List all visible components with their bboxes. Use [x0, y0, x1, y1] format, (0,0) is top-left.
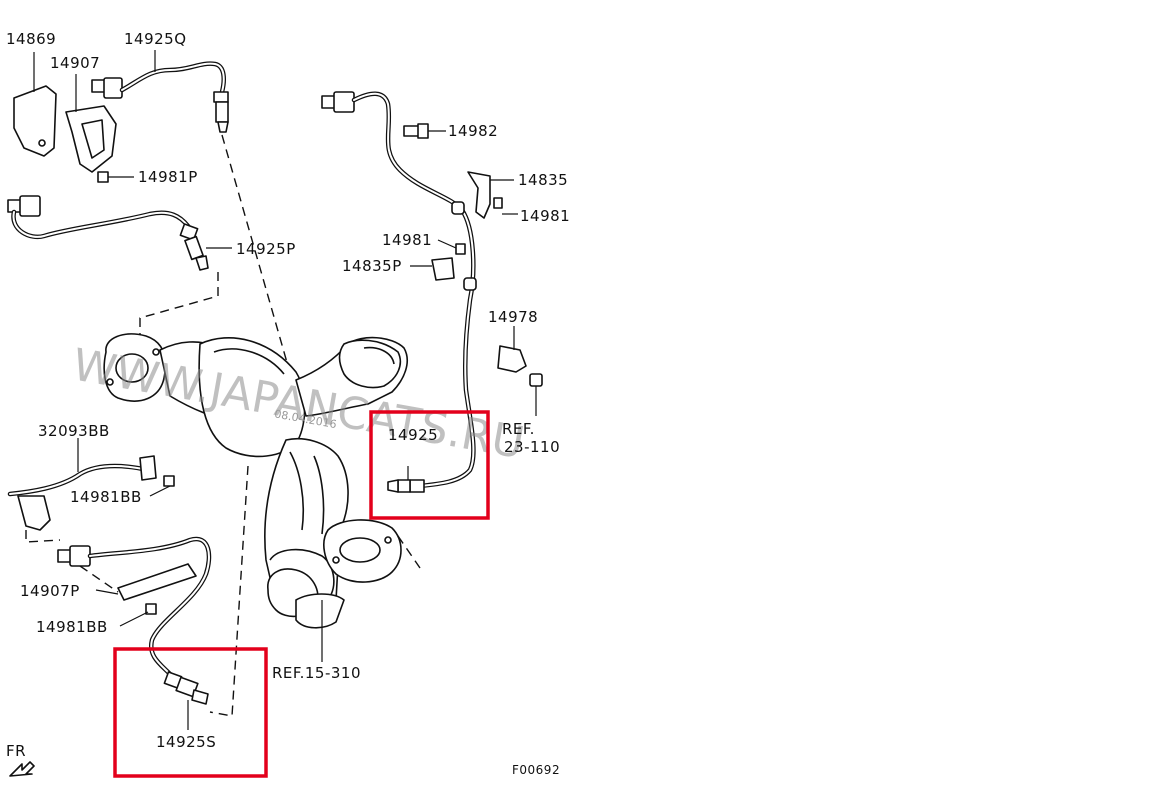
- label-14981bb-lower: 14981BB: [36, 618, 108, 636]
- heat-shield-14869: [13, 52, 57, 157]
- label-14925q: 14925Q: [124, 30, 187, 48]
- label-14869: 14869: [6, 30, 56, 48]
- label-fr: FR: [6, 742, 26, 760]
- label-14835p: 14835P: [342, 257, 402, 275]
- bracket-32093bb: [7, 438, 157, 543]
- bolt-14981-right: [493, 197, 518, 215]
- bracket-14835p: [410, 257, 455, 281]
- label-14978: 14978: [488, 308, 538, 326]
- bolt-14981bb-lower: [119, 603, 157, 627]
- guide-line-lower-right: [397, 535, 421, 569]
- guide-line-lower: [209, 465, 249, 717]
- label-14981-right: 14981: [520, 207, 570, 225]
- label-32093bb: 32093BB: [38, 422, 110, 440]
- sensor-14925: [321, 91, 477, 493]
- label-14925s: 14925S: [156, 733, 216, 751]
- guide-line-upper: [221, 134, 293, 381]
- bracket-14835: [467, 171, 514, 219]
- label-ref-23-line1: REF.: [502, 420, 535, 438]
- label-14907: 14907: [50, 54, 100, 72]
- bolt-14981p: [97, 171, 134, 183]
- bracket-14907: [65, 74, 117, 173]
- highlight-box-14925: [369, 410, 490, 520]
- clip-14982: [403, 123, 446, 139]
- highlight-box-14925s: [113, 647, 268, 778]
- bracket-14907p: [95, 563, 197, 601]
- sensor-14925q: [91, 50, 229, 133]
- bracket-14978: [497, 326, 527, 373]
- label-14981bb-upper: 14981BB: [70, 488, 142, 506]
- label-14981p: 14981P: [138, 168, 198, 186]
- front-arrow-icon: [9, 761, 35, 777]
- label-14925: 14925: [388, 426, 438, 444]
- bolt-14981bb-upper: [149, 475, 175, 497]
- fastener-ref-23-110: [529, 373, 543, 416]
- label-14907p: 14907P: [20, 582, 80, 600]
- label-ref-15-310: REF.15-310: [272, 664, 361, 682]
- diagram-code: F00692: [512, 763, 560, 777]
- exhaust-manifold: [103, 333, 408, 629]
- sensor-14925p: [7, 195, 232, 271]
- label-14981-mid: 14981: [382, 231, 432, 249]
- label-14835: 14835: [518, 171, 568, 189]
- label-14925p: 14925P: [236, 240, 296, 258]
- bolt-14981-mid: [437, 239, 466, 255]
- guide-line-p: [139, 272, 219, 336]
- label-14982: 14982: [448, 122, 498, 140]
- label-ref-23-line2: 23-110: [504, 438, 560, 456]
